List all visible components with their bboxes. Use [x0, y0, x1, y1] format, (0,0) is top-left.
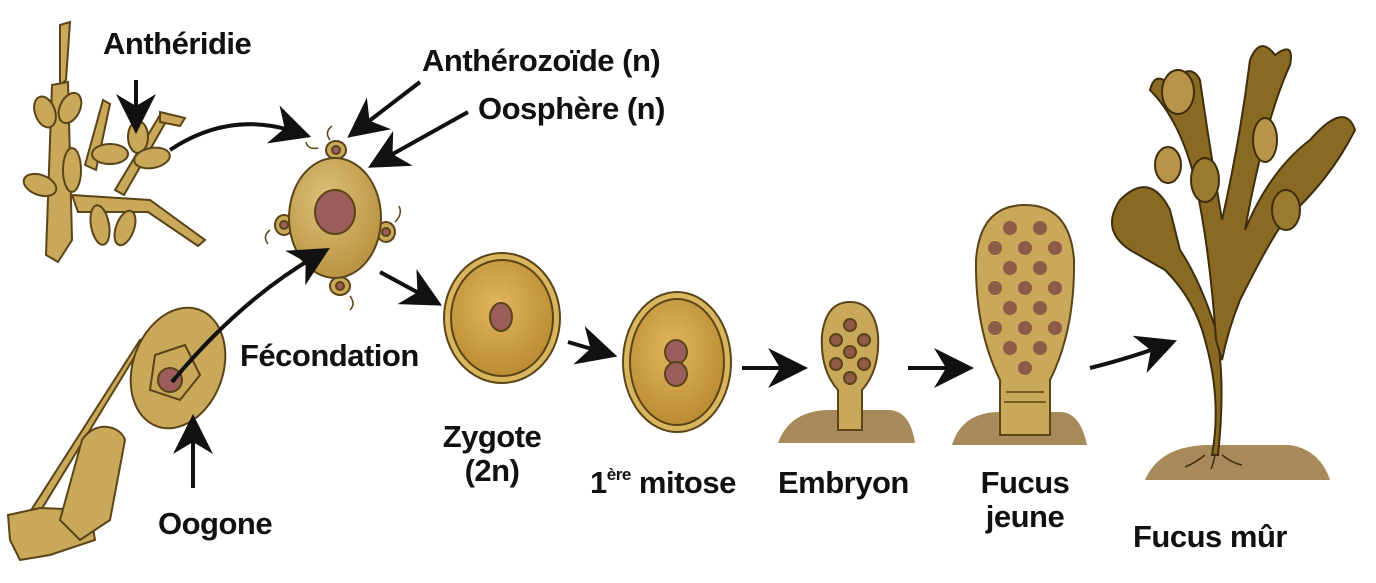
label-antheridie: Anthéridie [103, 26, 252, 61]
arrow-antherozoide [347, 80, 422, 138]
arrow-fecondation-to-zygote [379, 268, 443, 306]
label-fucus-jeune-line2: jeune [985, 499, 1065, 534]
arrow-oogone-to-fecondation [170, 247, 330, 384]
arrow-antheridie-to-fecondation [168, 105, 312, 152]
young-fucus-illustration [952, 203, 1087, 445]
label-fecondation: Fécondation [240, 338, 419, 373]
label-fucus-jeune-line1: Fucus [980, 465, 1070, 500]
label-mitose-text: mitose [630, 465, 736, 500]
label-fucus-mur: Fucus mûr [1133, 519, 1287, 554]
arrow-fucus-jeune-to-mur [1089, 335, 1177, 374]
mature-fucus-illustration [1111, 45, 1357, 480]
arrow-zygote-to-mitose [567, 326, 618, 365]
label-zygote: Zygote (2n) [432, 420, 552, 488]
label-first-mitosis: 1ère mitose [590, 466, 736, 500]
label-zygote-line2: (2n) [464, 453, 520, 488]
label-zygote-line1: Zygote [442, 419, 542, 454]
antheridium-illustration [22, 20, 207, 264]
label-mitose-superscript: ère [606, 465, 632, 484]
zygote-illustration [443, 252, 561, 384]
oogonium-illustration [6, 306, 227, 562]
arrow-oosphere [368, 110, 469, 168]
label-fucus-jeune: Fucus jeune [960, 466, 1090, 534]
fecondation-illustration [264, 125, 402, 311]
embryo-illustration [778, 300, 915, 443]
arrows [116, 80, 1177, 488]
label-mitose-number: 1 [590, 465, 607, 500]
label-antherozoide: Anthérozoïde (n) [422, 43, 661, 78]
label-embryon: Embryon [778, 465, 909, 500]
label-oosphere: Oosphère (n) [478, 91, 665, 126]
label-oogone: Oogone [158, 506, 273, 541]
first-mitosis-illustration [622, 291, 732, 433]
